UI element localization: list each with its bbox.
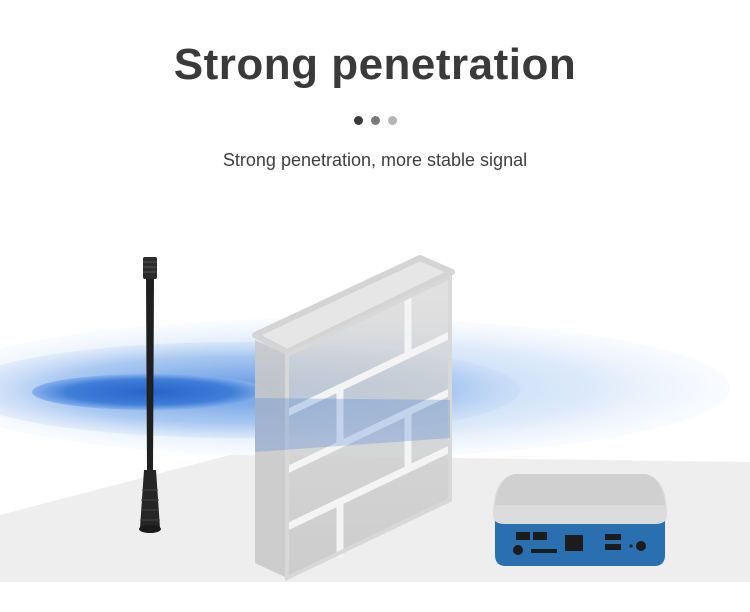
brick-wall — [252, 255, 455, 582]
carousel-dot-3[interactable] — [387, 116, 397, 125]
device-ports — [513, 532, 646, 555]
carousel-dots — [0, 116, 750, 125]
signal-through-wall — [255, 398, 450, 452]
page-title: Strong penetration — [173, 40, 577, 89]
mini-pc-device — [493, 474, 667, 566]
antenna-icon — [139, 257, 161, 533]
page-subtitle: Strong penetration, more stable signal — [222, 150, 528, 170]
carousel-dot-1[interactable] — [353, 116, 363, 125]
carousel-dot-2[interactable] — [370, 116, 380, 125]
